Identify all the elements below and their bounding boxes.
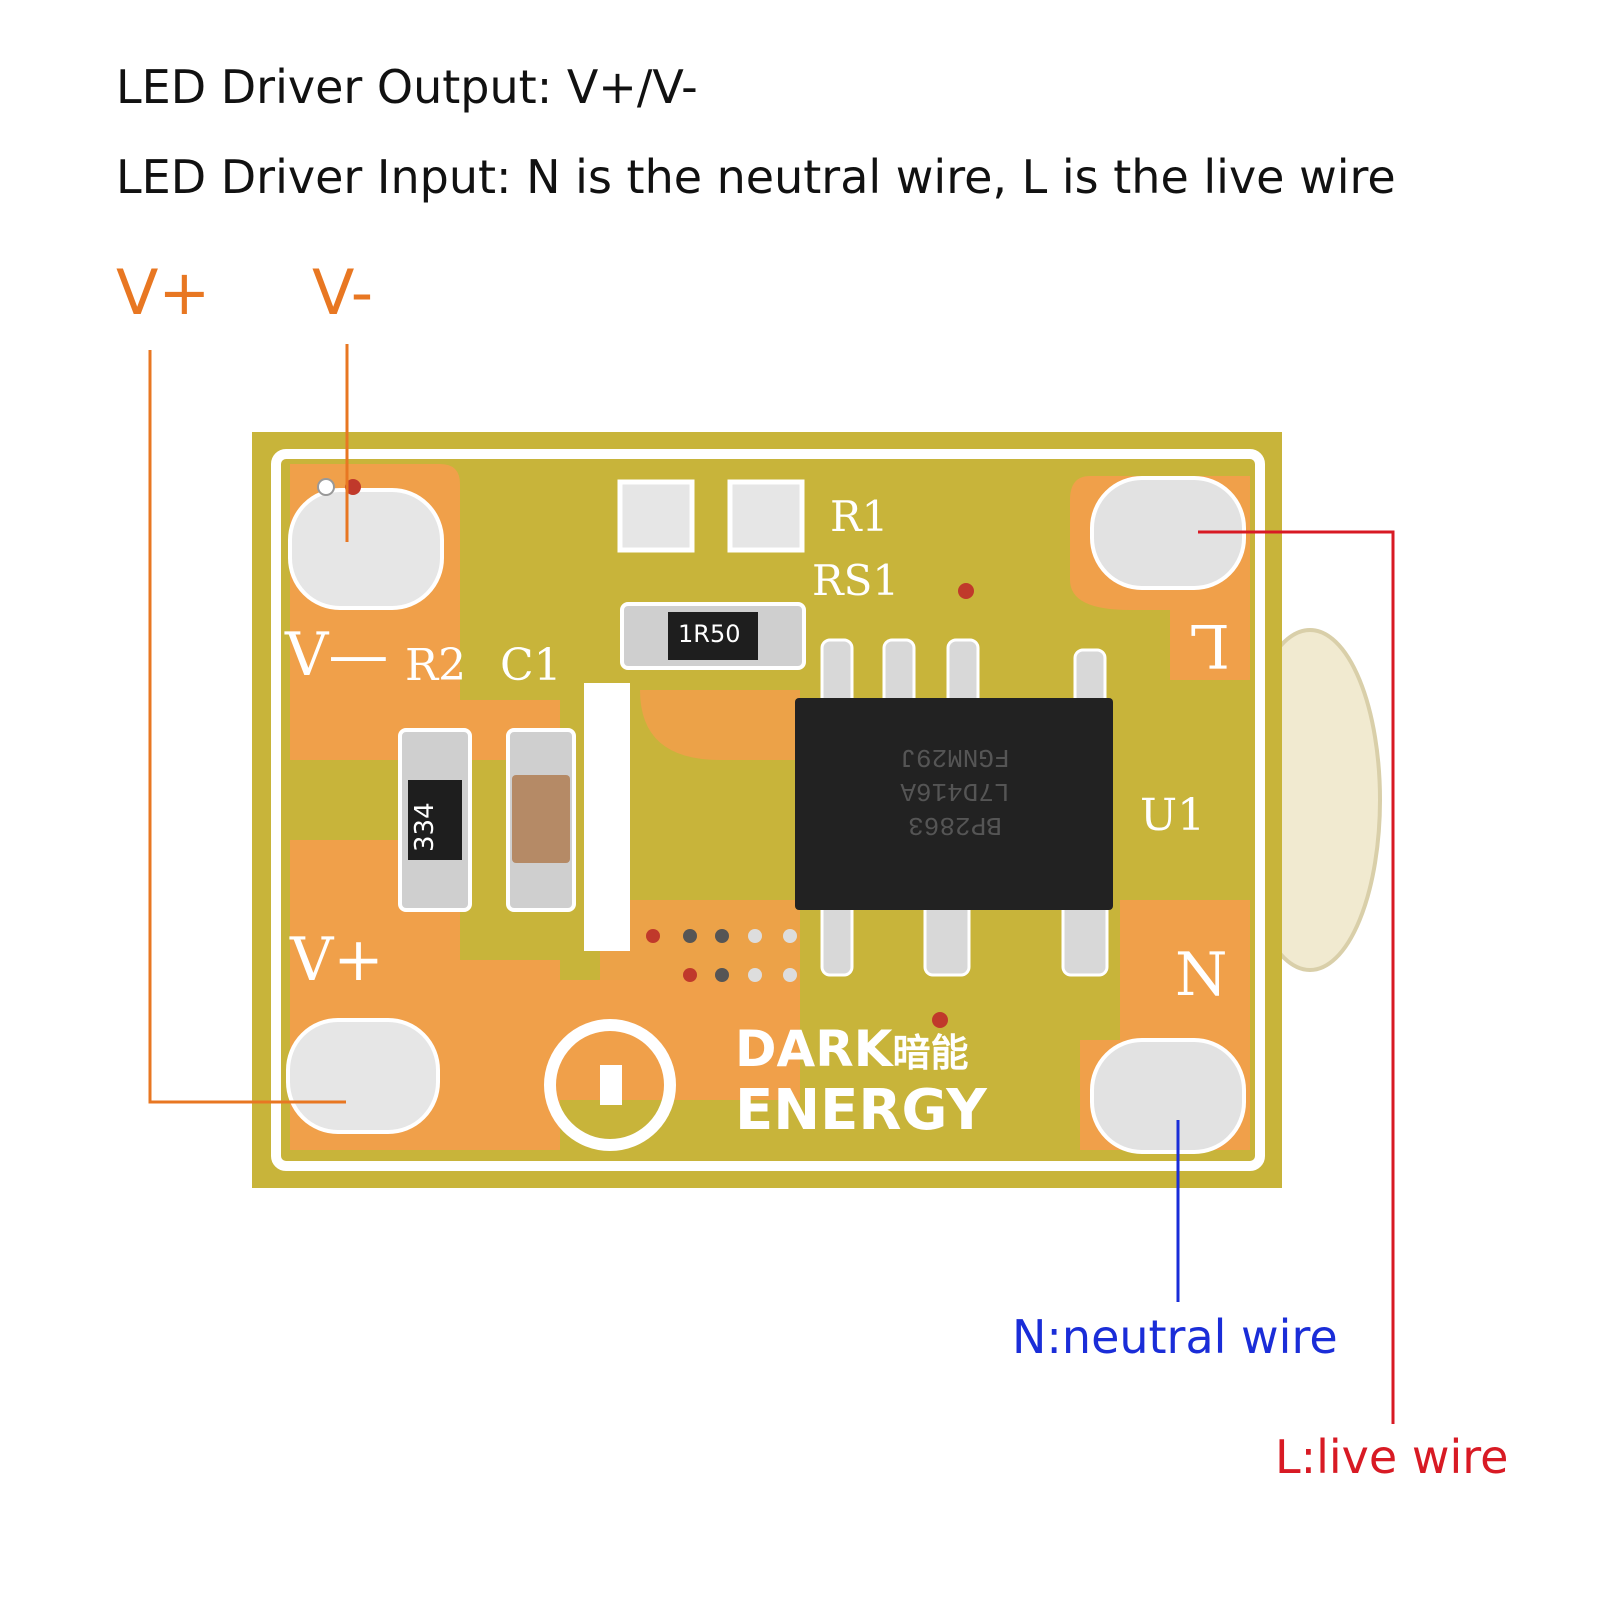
logo-mark: [600, 1065, 622, 1105]
vplus-leader: [148, 350, 346, 1104]
logo-circle: [544, 1019, 676, 1151]
rs1-body: [668, 612, 758, 660]
input-description: LED Driver Input: N is the neutral wire,…: [116, 150, 1396, 204]
silk-vplus: V+: [290, 925, 384, 995]
logo-dark: DARK暗能: [735, 1020, 968, 1078]
pad-vminus: [288, 488, 444, 610]
pcb-border: [271, 449, 1265, 1171]
pad-n: [1090, 1038, 1246, 1154]
c1-body: [512, 775, 570, 863]
silk-c1: C1: [500, 640, 562, 691]
output-description: LED Driver Output: V+/V-: [116, 60, 698, 114]
silk-rs1: RS1: [812, 556, 900, 605]
r2-body: [408, 780, 462, 860]
via: [345, 479, 361, 495]
ic-u1: [795, 698, 1113, 910]
silkscreen-bar: [584, 683, 630, 951]
live-leader: [1198, 530, 1395, 1424]
r1-pad: [617, 479, 695, 553]
silk-r2: R2: [405, 640, 467, 691]
logo-dark-cn: 暗能: [892, 1031, 969, 1075]
vminus-label: V-: [312, 256, 374, 329]
rs1-code: 1R50: [678, 620, 741, 648]
vplus-label: V+: [116, 256, 211, 329]
logo-dark-text: DARK: [735, 1020, 893, 1078]
silk-n: N: [1175, 940, 1228, 1010]
logo-energy: ENERGY: [735, 1078, 987, 1143]
copper-center: [600, 690, 820, 980]
pad-vplus: [286, 1018, 440, 1134]
silk-u1: U1: [1140, 790, 1206, 841]
via: [317, 478, 335, 496]
test-pad-grid: [646, 929, 797, 982]
via: [958, 583, 974, 599]
via: [932, 1012, 948, 1028]
silk-vminus: V—: [285, 620, 389, 690]
neutral-callout: N:neutral wire: [1012, 1310, 1338, 1364]
live-callout: L:live wire: [1275, 1430, 1509, 1484]
silk-r1: R1: [830, 492, 889, 541]
r1-pad: [727, 479, 805, 553]
